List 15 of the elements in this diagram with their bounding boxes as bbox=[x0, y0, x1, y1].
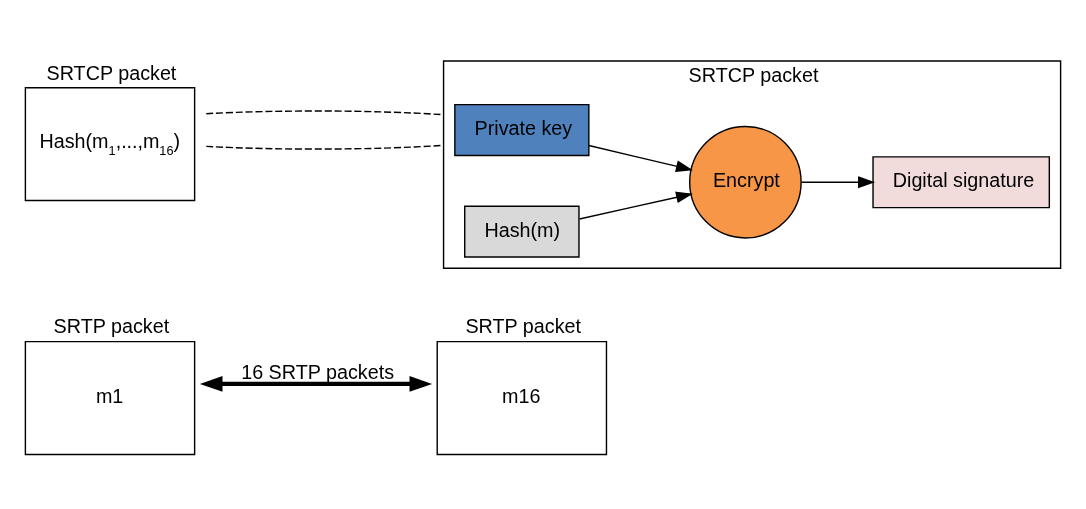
node-box: m1 bbox=[24, 340, 196, 456]
node-label: SRTP packet bbox=[53, 315, 170, 338]
node-box: Hash(m) bbox=[464, 205, 580, 258]
arrow bbox=[588, 144, 693, 173]
node-box: Digital signature bbox=[872, 156, 1051, 209]
arrow bbox=[199, 376, 433, 392]
node-label: SRTP packet bbox=[465, 315, 581, 338]
node-box: m16 bbox=[436, 340, 608, 456]
arrow bbox=[578, 191, 693, 220]
node-circle: Encrypt bbox=[688, 125, 802, 239]
arrow bbox=[800, 176, 875, 189]
edge-label: 16 SRTP packets bbox=[241, 360, 395, 383]
node-box: Private key bbox=[454, 103, 590, 157]
node-box: Hash(m$_{1}$,...,m$_{16}$) bbox=[24, 87, 196, 202]
node-label: SRTCP packet bbox=[46, 61, 177, 84]
